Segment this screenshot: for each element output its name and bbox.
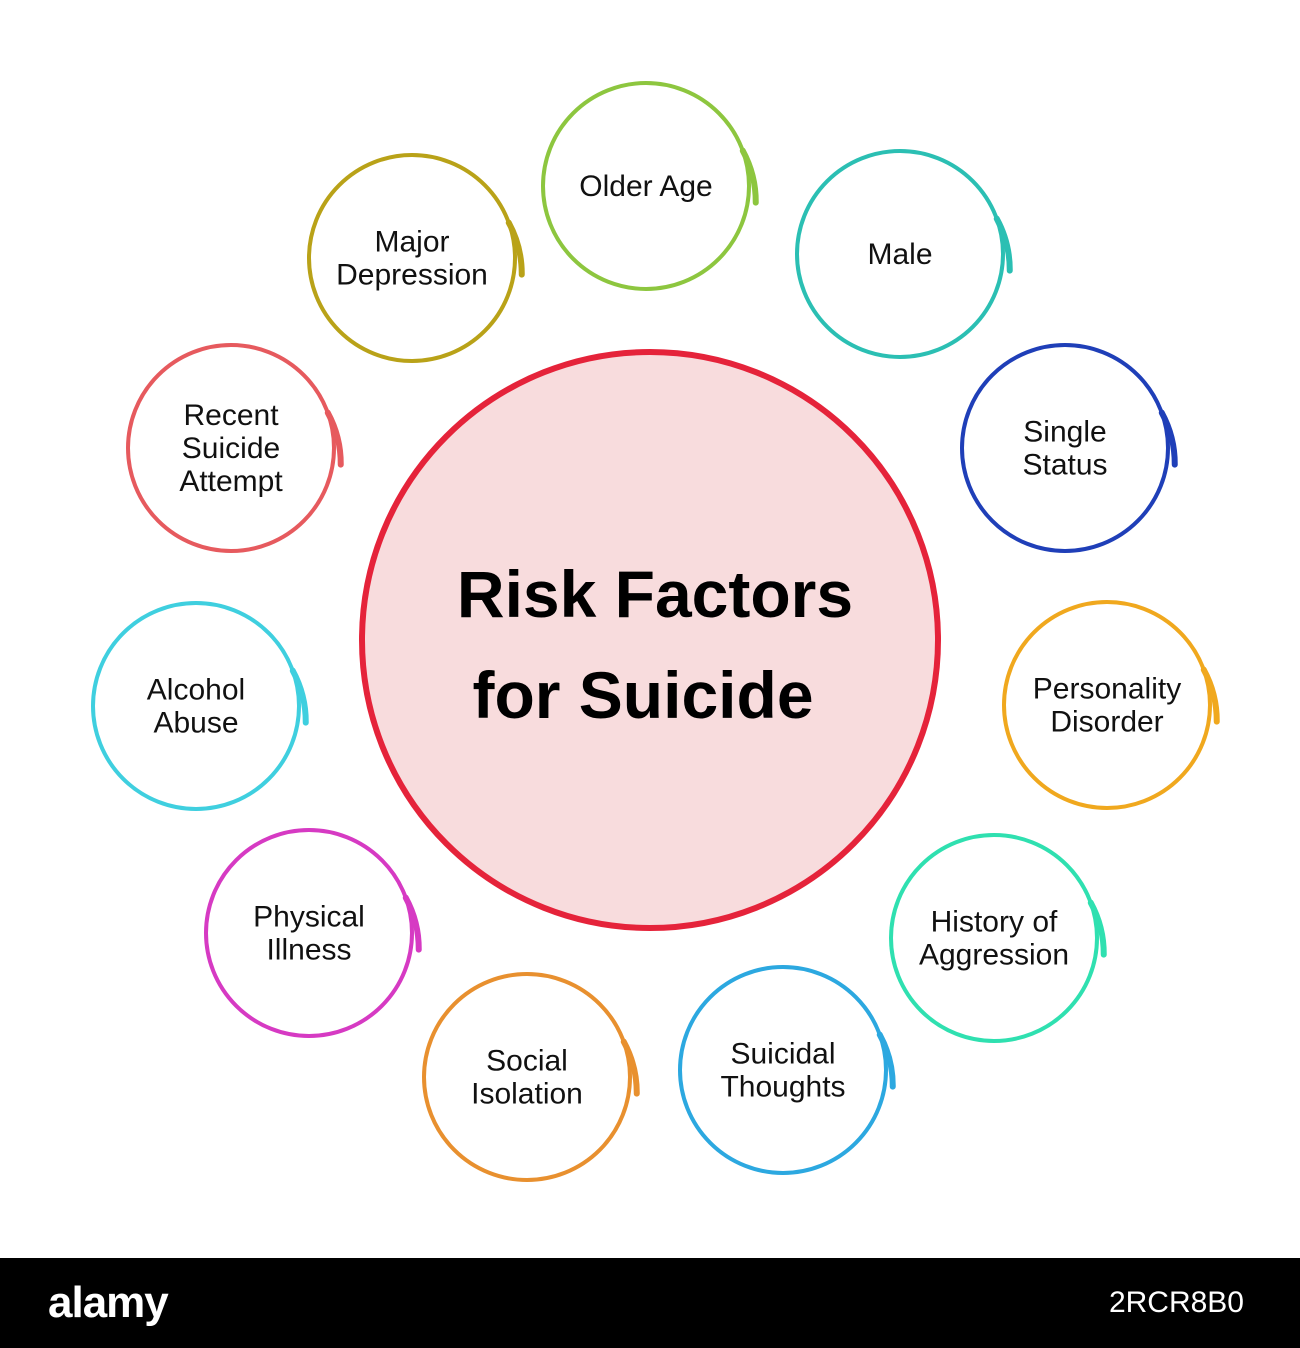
watermark-footer: alamy 2RCR8B0 — [0, 1258, 1300, 1348]
center-circle-group: Risk Factors for Suicide — [359, 349, 941, 931]
center-title-line-1: Risk Factors — [457, 557, 853, 631]
center-title-line-2: for Suicide — [472, 658, 813, 732]
factor-circle-history-of-aggression — [889, 833, 1099, 1043]
factor-circles: Older AgeMaleSingleStatusPersonalityDiso… — [91, 81, 1220, 1182]
factor-circle-major-depression — [307, 153, 517, 363]
factor-label-male-line-1: Male — [867, 238, 932, 271]
factor-label-personality-disorder-line-2: Disorder — [1050, 706, 1163, 739]
factor-circle-stroke-personality-disorder — [1200, 666, 1220, 725]
factor-label-alcohol-abuse-line-2: Abuse — [153, 707, 238, 740]
factor-label-recent-suicide-attempt-line-3: Attempt — [179, 465, 283, 498]
factor-label-social-isolation-line-2: Isolation — [471, 1078, 583, 1111]
factor-circle-stroke-recent-suicide-attempt — [324, 409, 344, 468]
factor-label-physical-illness-line-2: Illness — [266, 934, 351, 967]
factor-circle-suicidal-thoughts — [678, 965, 888, 1175]
factor-label-recent-suicide-attempt-line-2: Suicide — [182, 432, 280, 465]
factor-label-history-of-aggression-line-2: Aggression — [919, 939, 1069, 972]
factor-label-history-of-aggression-line-1: History of — [931, 906, 1058, 939]
factor-male: Male — [795, 149, 1013, 359]
factor-circle-male — [795, 149, 1005, 359]
factor-circle-older-age — [541, 81, 751, 291]
risk-factors-diagram: Risk Factors for Suicide Older AgeMaleSi… — [91, 81, 1220, 1182]
factor-circle-stroke-history-of-aggression — [1087, 899, 1107, 958]
factor-circle-alcohol-abuse — [91, 601, 301, 811]
factor-label-personality-disorder-line-1: Personality — [1033, 673, 1181, 706]
factor-circle-single-status — [960, 343, 1170, 553]
factor-circle-stroke-suicidal-thoughts — [876, 1031, 896, 1090]
factor-older-age: Older Age — [541, 81, 759, 291]
factor-circle-stroke-single-status — [1158, 409, 1178, 468]
factor-circle-stroke-social-isolation — [620, 1038, 640, 1097]
factor-label-alcohol-abuse-line-1: Alcohol — [147, 674, 245, 707]
factor-circle-stroke-major-depression — [505, 219, 525, 278]
factor-label-physical-illness-line-1: Physical — [253, 901, 365, 934]
factor-circle-recent-suicide-attempt — [126, 343, 336, 553]
factor-circle-personality-disorder — [1002, 600, 1212, 810]
center-circle — [359, 349, 941, 931]
factor-circle-stroke-male — [993, 215, 1013, 274]
factor-label-single-status-line-1: Single — [1023, 416, 1106, 449]
factor-circle-stroke-physical-illness — [402, 894, 422, 953]
factor-circle-stroke-older-age — [739, 147, 759, 206]
factor-label-major-depression-line-1: Major — [374, 226, 449, 259]
factor-label-suicidal-thoughts-line-1: Suicidal — [730, 1038, 835, 1071]
factor-circle-stroke-alcohol-abuse — [289, 667, 309, 726]
factor-label-older-age-line-1: Older Age — [579, 170, 712, 203]
factor-circle-physical-illness — [204, 828, 414, 1038]
factor-label-suicidal-thoughts-line-2: Thoughts — [720, 1071, 845, 1104]
image-id: 2RCR8B0 — [1108, 1286, 1244, 1319]
factor-label-single-status-line-2: Status — [1022, 449, 1107, 482]
factor-label-social-isolation-line-1: Social — [486, 1045, 568, 1078]
factor-label-recent-suicide-attempt-line-1: Recent — [183, 399, 279, 432]
factor-label-major-depression-line-2: Depression — [336, 259, 488, 292]
factor-circle-social-isolation — [422, 972, 632, 1182]
alamy-logo: alamy — [48, 1278, 169, 1327]
